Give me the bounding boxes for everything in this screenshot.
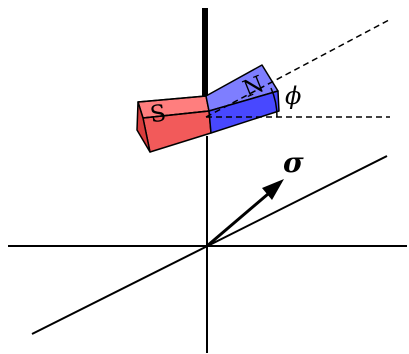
reference-lines bbox=[205, 19, 390, 118]
magnet-edge-top bbox=[137, 95, 207, 103]
phi-label: ϕ bbox=[285, 82, 301, 110]
magnet-edge-ridge bbox=[142, 110, 210, 119]
phi-angle-arc bbox=[270, 87, 278, 118]
sigma-vector: σ bbox=[206, 146, 304, 248]
sigma-arrowhead bbox=[262, 179, 284, 200]
suspension-string bbox=[202, 8, 208, 100]
magnet-south-end bbox=[136, 101, 151, 153]
south-pole-label: S bbox=[148, 100, 167, 128]
magnet-axis-dashed bbox=[205, 19, 390, 118]
sigma-arrow-shaft bbox=[206, 192, 269, 248]
magnet-north-front bbox=[208, 90, 280, 134]
sigma-label: σ bbox=[283, 146, 304, 179]
